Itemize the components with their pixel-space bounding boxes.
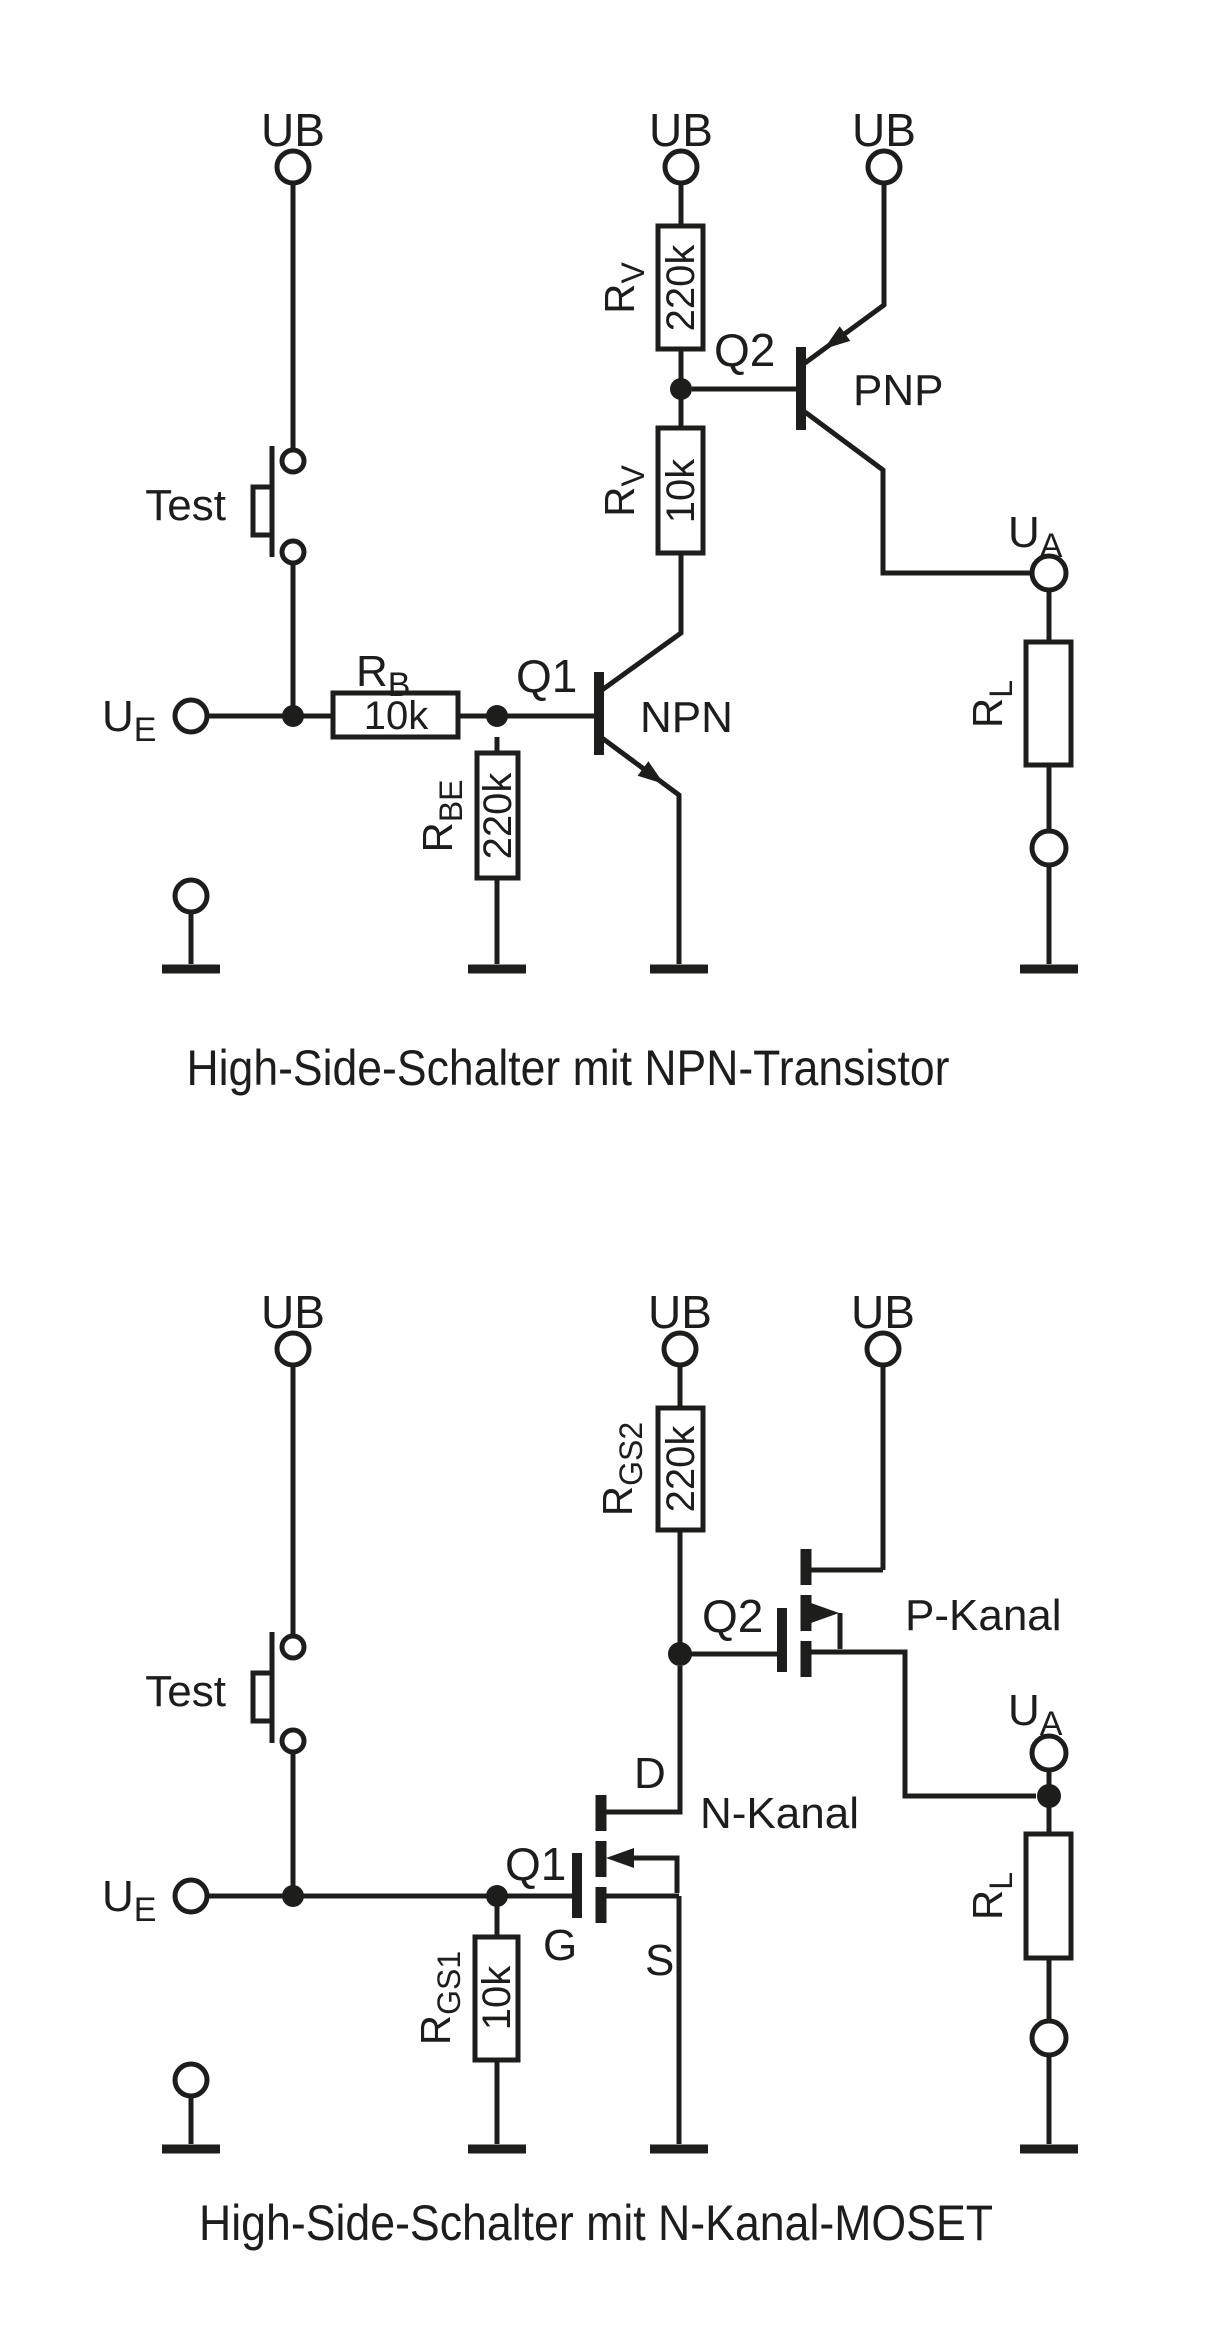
resistor-rb-body [330,690,461,740]
test-button-label: Test [145,481,226,530]
supply-label-1: UB [261,104,325,156]
supply-terminal-1 [274,1330,312,1368]
output-voltage-label: UA [1008,1686,1063,1743]
output-terminal-ua [1029,553,1069,593]
supply-terminal-3 [864,1330,902,1368]
q1-body-arrow-icon [606,1848,634,1868]
resistor-rv2-label: RV [596,465,651,517]
input-voltage-label: UE [102,692,156,749]
resistor-rv2-value: 10k [659,458,703,523]
junction-dot [282,1885,304,1907]
junction-dot [668,1642,692,1666]
test-button-symbol [250,1632,307,1755]
supply-label-1: UB [261,1286,325,1338]
resistor-rgs2-value: 220k [659,1425,703,1513]
pushbutton-contact-top [279,1633,307,1661]
resistor-rgs2-body [655,1405,706,1533]
resistor-rgs2-label: RGS2 [594,1422,649,1516]
circuit-1-npn-high-side-switch: UB UB UB Test UE UA RB 10k RBE 220k RV 2… [102,104,1078,1096]
supply-label-2: UB [649,104,713,156]
q2-type-label: P-Kanal [905,1591,1062,1640]
pushbutton-actuator-bracket [250,1670,272,1724]
load-resistor-rl-label: RL [964,680,1019,728]
pushbutton-contact-bottom [279,538,307,566]
supply-label-3: UB [851,1286,915,1338]
input-ground-terminal [172,877,210,915]
resistor-rgs1-value: 10k [475,1965,519,2030]
input-ground-terminal [172,2061,210,2099]
junction-dot [670,378,692,400]
transistor-q1-nmos-symbol [572,1795,634,1923]
test-button-label: Test [145,1667,226,1716]
q2-designator: Q2 [702,1590,763,1642]
transistor-q2-pnp-symbol [796,326,851,430]
q1-type-label: N-Kanal [700,1789,859,1838]
q2-emitter-arrow-icon [824,326,851,349]
circuit-1-caption: High-Side-Schalter mit NPN-Transistor [187,1040,950,1096]
resistor-rv2-body [655,425,706,556]
resistor-rb-value: 10k [364,694,429,738]
transistor-q1-npn-symbol [594,672,664,784]
supply-label-2: UB [648,1286,712,1338]
resistor-rgs1-body [472,1934,521,2063]
pushbutton-contact-top [279,447,307,475]
q2-body-arrow-icon [811,1603,839,1623]
supply-terminal-2 [661,1330,699,1368]
resistor-rv1-body [655,223,706,352]
load-resistor-rl-label: RL [964,1872,1019,1920]
junction-dot [486,1885,508,1907]
resistor-rbe-value: 220k [476,772,520,860]
transistor-q2-pmos-symbol [777,1549,839,1677]
q2-type-label: PNP [853,366,943,415]
supply-label-3: UB [852,104,916,156]
output-ground-terminal [1029,2018,1069,2058]
junction-dot [1037,1784,1061,1808]
load-resistor-rl-body [1023,639,1074,768]
resistor-rv1-label: RV [596,262,651,314]
q1-pin-source-label: S [645,1936,674,1985]
resistor-rb-label: RB [356,647,410,704]
supply-terminal-1 [274,148,312,186]
test-button-symbol [250,446,307,566]
q1-designator: Q1 [505,1838,566,1890]
junction-dot [486,705,508,727]
pushbutton-contact-bottom [279,1727,307,1755]
resistor-rbe-body [474,750,521,881]
q1-pin-drain-label: D [634,1749,666,1798]
circuit-2-caption: High-Side-Schalter mit N-Kanal-MOSET [199,2195,993,2251]
output-voltage-label: UA [1008,508,1063,565]
resistor-rgs1-label: RGS1 [412,1951,467,2045]
input-terminal-ue [172,1877,210,1915]
q1-designator: Q1 [516,650,577,702]
pushbutton-actuator-bracket [250,484,272,538]
resistor-rbe-label: RBE [414,779,469,852]
supply-terminal-3 [865,148,903,186]
output-ground-terminal [1029,828,1069,868]
load-resistor-rl-body [1023,1831,1074,1961]
junction-dot [282,705,304,727]
q1-emitter-arrow-icon [637,761,664,784]
q1-pin-gate-label: G [543,1921,577,1970]
input-voltage-label: UE [102,1872,156,1929]
circuit-2-nmos-high-side-switch: UB UB UB Test UE UA RGS1 10k RGS2 220k R… [102,1286,1078,2251]
resistor-rv1-value: 220k [659,244,703,332]
input-terminal-ue [172,697,210,735]
supply-terminal-2 [662,148,700,186]
output-terminal-ua [1029,1733,1069,1773]
q2-designator: Q2 [714,324,775,376]
q1-type-label: NPN [640,693,733,742]
